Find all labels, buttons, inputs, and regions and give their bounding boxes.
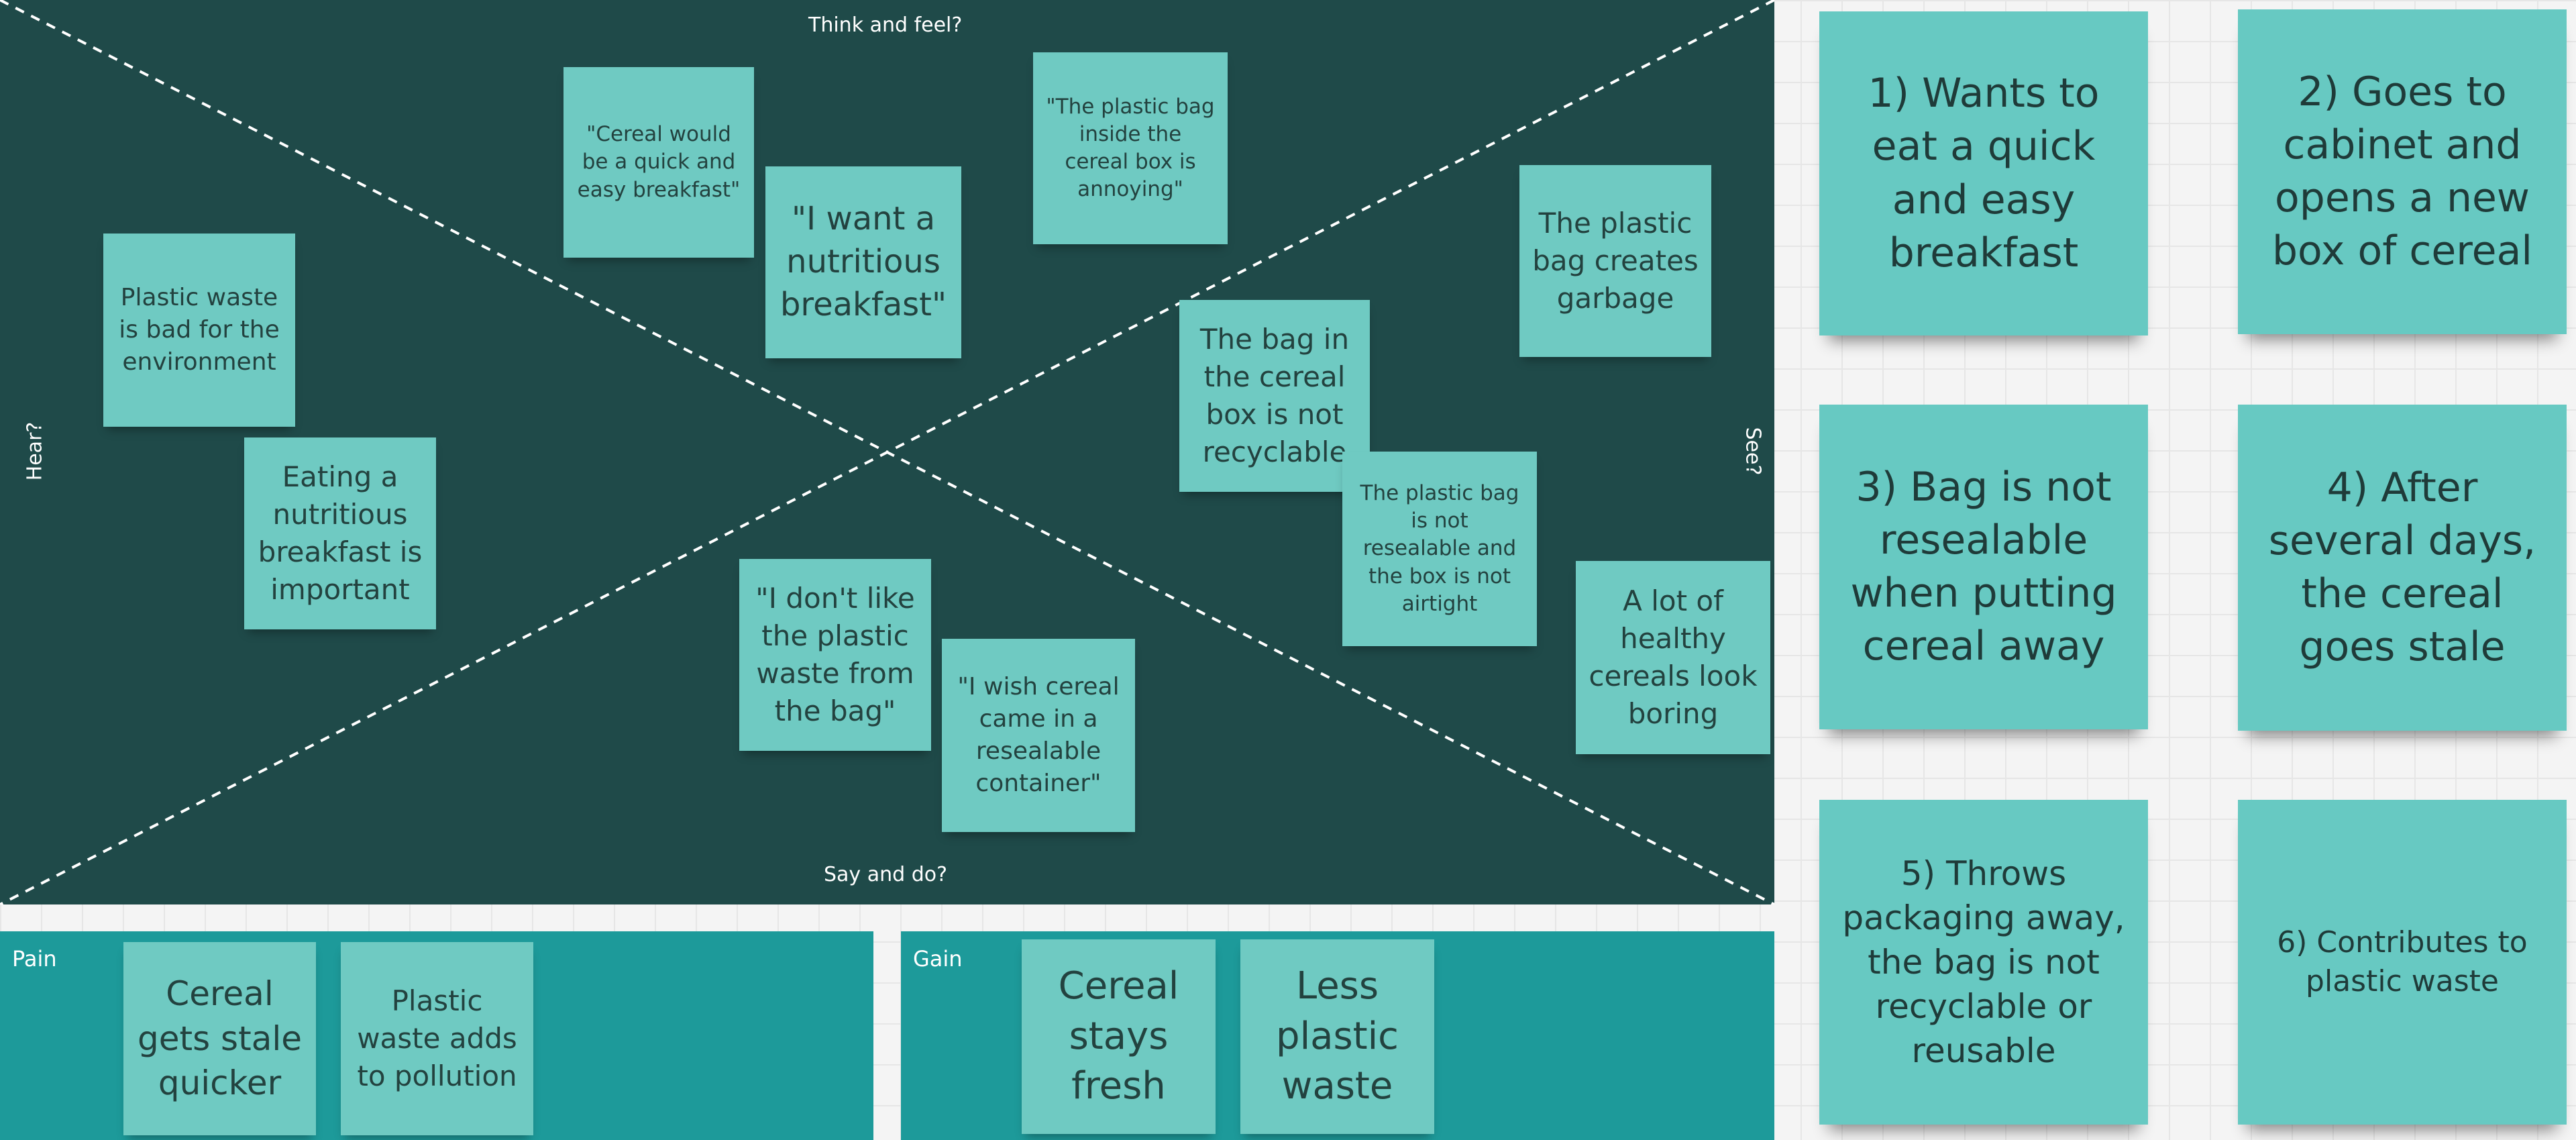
journey-step-3[interactable]: 3) Bag is not resealable when putting ce… bbox=[1819, 405, 2148, 729]
journey-step-1[interactable]: 1) Wants to eat a quick and easy breakfa… bbox=[1819, 11, 2148, 335]
quadrant-diagonals bbox=[0, 0, 1774, 904]
empathy-map-board[interactable]: Think and feel? Say and do? Hear? See? "… bbox=[0, 0, 1774, 904]
sticky-note[interactable]: Plastic waste is bad for the environment bbox=[103, 234, 295, 427]
think-and-feel-label: Think and feel? bbox=[808, 13, 963, 37]
pain-section[interactable]: Pain Cereal gets stale quicker Plastic w… bbox=[0, 931, 873, 1140]
journey-step-2[interactable]: 2) Goes to cabinet and opens a new box o… bbox=[2238, 9, 2567, 334]
gain-label: Gain bbox=[913, 946, 963, 972]
hear-label: Hear? bbox=[23, 421, 47, 481]
sticky-note[interactable]: The plastic bag is not resealable and th… bbox=[1342, 452, 1537, 646]
sticky-note[interactable]: Eating a nutritious breakfast is importa… bbox=[244, 437, 436, 629]
sticky-note[interactable]: "I wish cereal came in a resealable cont… bbox=[942, 639, 1135, 832]
sticky-note[interactable]: "The plastic bag inside the cereal box i… bbox=[1033, 52, 1228, 244]
sticky-note[interactable]: Less plastic waste bbox=[1240, 939, 1434, 1134]
sticky-note[interactable]: A lot of healthy cereals look boring bbox=[1576, 561, 1770, 754]
journey-step-4[interactable]: 4) After several days, the cereal goes s… bbox=[2238, 405, 2567, 731]
sticky-note[interactable]: Plastic waste adds to pollution bbox=[341, 942, 533, 1135]
pain-label: Pain bbox=[12, 946, 57, 972]
sticky-note[interactable]: "Cereal would be a quick and easy breakf… bbox=[564, 67, 754, 258]
sticky-note[interactable]: Cereal gets stale quicker bbox=[123, 942, 316, 1135]
journey-step-5[interactable]: 5) Throws packaging away, the bag is not… bbox=[1819, 800, 2148, 1125]
journey-step-6[interactable]: 6) Contributes to plastic waste bbox=[2238, 800, 2567, 1125]
sticky-note[interactable]: Cereal stays fresh bbox=[1022, 939, 1216, 1134]
gain-section[interactable]: Gain Cereal stays fresh Less plastic was… bbox=[901, 931, 1774, 1140]
say-and-do-label: Say and do? bbox=[824, 863, 948, 886]
sticky-note[interactable]: The bag in the cereal box is not recycla… bbox=[1179, 300, 1370, 492]
sticky-note[interactable]: The plastic bag creates garbage bbox=[1519, 165, 1711, 357]
sticky-note[interactable]: "I want a nutritious breakfast" bbox=[765, 166, 961, 358]
see-label: See? bbox=[1741, 427, 1765, 476]
sticky-note[interactable]: "I don't like the plastic waste from the… bbox=[739, 559, 931, 751]
